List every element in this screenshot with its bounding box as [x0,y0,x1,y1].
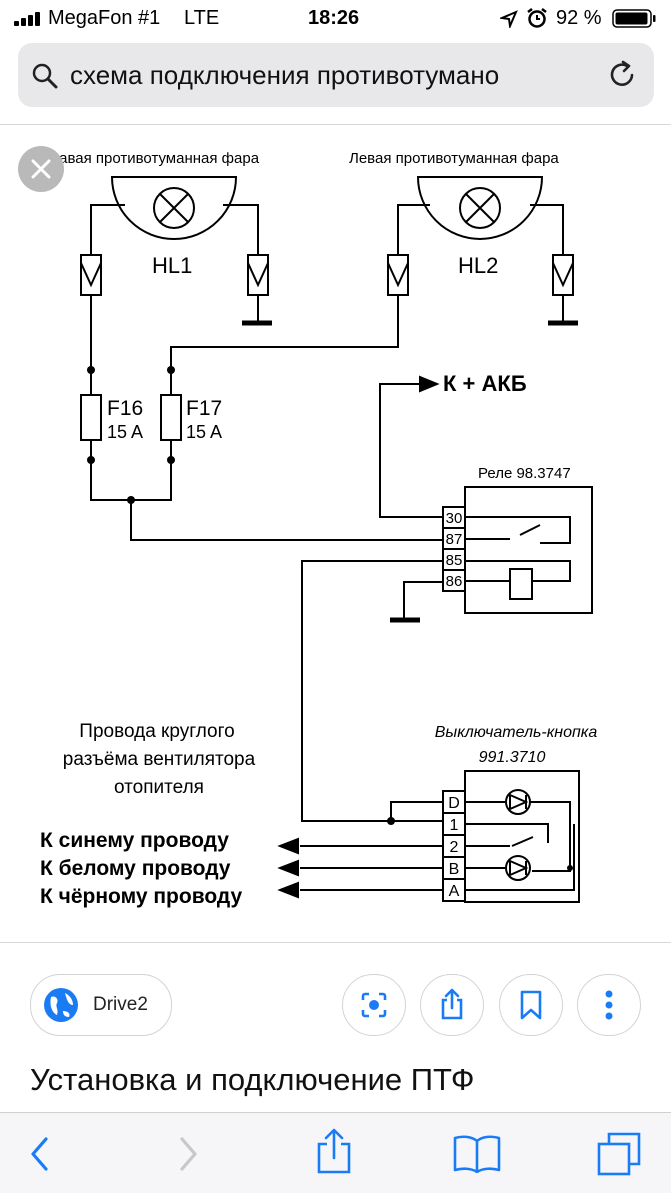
lens-icon [361,992,387,1018]
wires-title-line1: Провода круглого [79,721,234,742]
switch-pin-2: 2 [450,839,459,856]
bookmarks-icon[interactable] [452,1133,502,1173]
result-title[interactable]: Установка и подключение ПТФ [30,1062,475,1097]
battery-label: К + АКБ [443,371,527,396]
relay-pin-86: 86 [446,573,463,590]
hl2-label: HL2 [458,253,498,278]
lamp-left-label: Левая противотуманная фара [349,150,559,167]
lamp-right-label: Правая противотуманная фара [40,150,260,167]
back-icon[interactable] [28,1135,52,1173]
fuse-f16 [80,394,102,441]
relay-label: Реле 98.3747 [478,465,571,482]
wiring-diagram: Правая противотуманная фара Левая против… [40,150,598,908]
lens-button[interactable] [342,974,406,1036]
fuse-f16-label: F16 [107,397,143,420]
fuse-f17-rating: 15 A [186,422,222,442]
signal-icon [14,12,42,26]
bookmark-button[interactable] [499,974,563,1036]
switch-label: Выключатель-кнопка [435,724,598,741]
fuse-f16-rating: 15 A [107,422,143,442]
relay-pin-30: 30 [446,510,463,527]
alarm-icon [527,8,547,28]
header-divider [0,124,671,125]
share-button[interactable] [420,974,484,1036]
share-icon[interactable] [316,1127,352,1175]
close-icon [31,159,51,179]
status-bar: MegaFon #1 LTE 18:26 92 % [0,0,671,36]
close-button[interactable] [18,146,64,192]
tabs-icon[interactable] [596,1131,642,1177]
source-link[interactable]: Drive2 [30,974,172,1036]
switch-pin-b: B [449,861,460,878]
address-search-bar[interactable]: схема подключения противотумано [18,43,654,107]
wire-black-label: К чёрному проводу [40,885,242,908]
wire-blue-label: К синему проводу [40,829,229,852]
relay-pin-85: 85 [446,552,463,569]
more-button[interactable] [577,974,641,1036]
switch-pin-a: A [449,883,460,900]
lamp-hl2-bulb [459,187,501,229]
switch-pin-d: D [448,795,460,812]
share-icon [441,988,463,1020]
search-query[interactable]: схема подключения противотумано [70,60,500,90]
relay-pin-87: 87 [446,531,463,548]
image-divider [0,942,671,943]
carrier-name: MegaFon #1 [48,7,161,29]
bookmark-icon [520,990,542,1020]
battery-icon [612,9,656,28]
switch-model: 991.3710 [479,749,546,766]
hl1-label: HL1 [152,253,192,278]
more-icon [605,990,613,1020]
lamp-hl1-bulb [153,187,195,229]
location-icon [500,10,518,28]
search-icon [32,63,58,89]
clock: 18:26 [308,7,360,29]
wire-white-label: К белому проводу [40,857,231,880]
source-name: Drive2 [93,994,148,1015]
wires-title-line2: разъёма вентилятора [63,749,256,770]
forward-icon[interactable] [176,1135,200,1173]
globe-icon [44,988,78,1022]
battery-percent: 92 % [556,7,602,29]
wires-title-line3: отопителя [114,777,204,798]
fuse-f17 [160,394,182,441]
network-type: LTE [184,7,220,29]
fuse-f17-label: F17 [186,397,222,420]
browser-toolbar [0,1112,671,1193]
reload-icon[interactable] [608,60,638,90]
switch-pin-1: 1 [450,817,459,834]
relay-body [464,486,593,614]
